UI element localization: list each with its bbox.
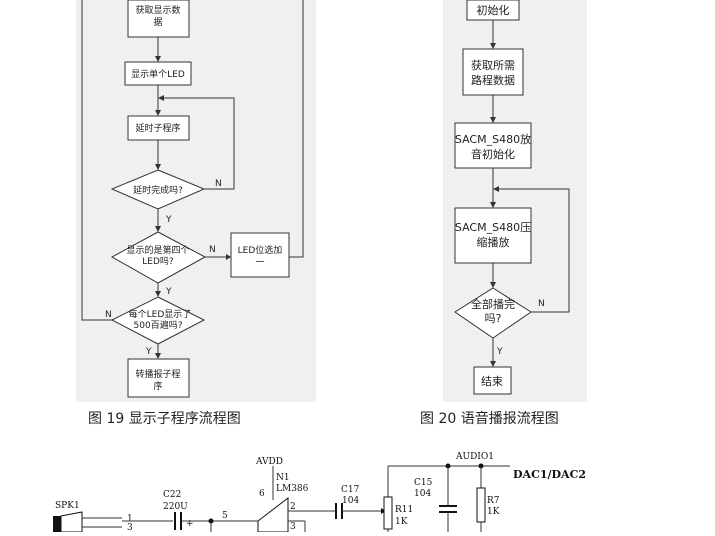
every-led-no-label: N (105, 310, 112, 320)
is-fourth-led-line2: LED吗? (142, 256, 174, 267)
r7-value: 1K (487, 507, 500, 517)
all-done-line2: 吗? (485, 312, 502, 325)
end-label: 结束 (481, 375, 503, 388)
r11-label: R11 (395, 505, 413, 515)
caption-fig19: 图 19 显示子程序流程图 (88, 411, 241, 427)
every-led-line2: 500百遍吗? (134, 319, 183, 331)
delay-done-label: 延时完成吗? (133, 184, 183, 196)
pin6-label: 6 (259, 489, 265, 499)
sacm-play-line2: 缩播放 (477, 235, 510, 249)
avdd-label: AVDD (255, 457, 283, 467)
r7-label: R7 (487, 496, 500, 506)
fourth-no-label: N (209, 245, 216, 255)
delay-yes-label: Y (165, 215, 172, 225)
sacm-play-line1: SACM_S480压 (455, 221, 531, 234)
arrowhead-show (155, 56, 161, 62)
fetch-display-data-line1: 获取显示数 (135, 4, 180, 16)
opamp-triangle (257, 496, 289, 533)
arrowhead-check (155, 164, 161, 170)
arrowhead-sacm-init (490, 117, 496, 123)
end-box (473, 366, 512, 395)
all-done-yes-label: Y (496, 347, 503, 357)
r7-body (476, 487, 486, 523)
flowchart-19-panel (76, 0, 316, 402)
arrowhead-broadcast (155, 353, 161, 359)
broadcast-subroutine-line1: 转播报子程 (135, 368, 180, 380)
fetch-path-line2: 路程数据 (471, 73, 515, 87)
arrowhead-delay (155, 110, 161, 116)
every-led-yes-label: Y (145, 347, 152, 357)
init-label: 初始化 (477, 3, 510, 17)
c22-value: 220U (163, 502, 188, 512)
fourth-yes-label: Y (165, 287, 172, 297)
led-select-box (230, 232, 290, 278)
c17-label: C17 (341, 485, 360, 495)
all-done-no-label: N (538, 299, 545, 309)
pin3-label: 3 (290, 522, 296, 532)
c22-label: C22 (163, 490, 181, 500)
c15-label: C15 (414, 478, 433, 488)
all-done-no-loop (499, 188, 570, 313)
flowchart-20: 初始化 获取所需 路程数据 SACM_S480放 音初始化 SACM_S480压… (443, 0, 587, 402)
sacm-init-line1: SACM_S480放 (455, 132, 531, 146)
dac-label: DAC1/DAC2 (513, 468, 586, 481)
fetch-display-data-box (127, 0, 190, 38)
arrowhead-fetch (490, 43, 496, 49)
spk-pin-1: 1 (127, 514, 133, 524)
all-done-line1: 全部播完 (471, 297, 515, 311)
led-select-line2: 一 (255, 258, 264, 268)
pin5-label: 5 (222, 511, 228, 521)
arrowhead-fourth (155, 226, 161, 232)
fetch-display-data-line2: 据 (153, 16, 162, 28)
n1-label: N1 (276, 473, 290, 483)
broadcast-subroutine-line2: 序 (153, 380, 162, 392)
r11-body (383, 496, 393, 530)
speaker-body (53, 516, 61, 532)
spk-label: SPK1 (55, 501, 80, 511)
fetch-path-line1: 获取所需 (471, 59, 515, 72)
audio-label: AUDIO1 (455, 452, 494, 462)
broadcast-subroutine-box (127, 358, 190, 398)
c22-plus: + (186, 519, 194, 529)
every-led-line1: 每个LED显示了 (129, 308, 192, 320)
speaker-cone (60, 511, 83, 533)
r11-value: 1K (395, 517, 408, 527)
flowchart-19: 获取显示数 据 显示单个LED 延时子程序 延时完成吗? N Y 显示的是第四个… (76, 0, 316, 402)
arrowhead-loop-play (493, 186, 499, 192)
arrowhead-play (490, 202, 496, 208)
led-select-line1: LED位选加 (238, 244, 283, 256)
arrowhead-led-select (226, 254, 231, 260)
show-single-led-label: 显示单个LED (131, 68, 185, 80)
c15-value: 104 (414, 489, 431, 499)
is-fourth-led-line1: 显示的是第四个 (126, 244, 189, 256)
every-led-no-loop (81, 0, 112, 321)
spk-pin-3: 3 (127, 523, 133, 532)
delay-no-loop (164, 97, 235, 190)
amplifier-schematic: SPK1 1 3 C22 220U + 5 AVDD N1 LM386 6 2 … (53, 452, 586, 533)
arrowhead-loop-delay (158, 95, 164, 101)
chip-label: LM386 (276, 484, 309, 494)
led-select-return-line (289, 0, 304, 258)
delay-subroutine-label: 延时子程序 (135, 122, 180, 134)
delay-subroutine-box (127, 115, 190, 141)
fetch-path-box (462, 48, 524, 96)
arrowhead-all-done (490, 282, 496, 288)
caption-fig20: 图 20 语音播报流程图 (420, 410, 559, 427)
sacm-init-line2: 音初始化 (471, 147, 515, 161)
arrowhead-every (155, 291, 161, 297)
c17-value: 104 (342, 496, 359, 506)
sacm-init-box (454, 122, 532, 169)
pin2-label: 2 (290, 502, 296, 512)
delay-no-label: N (215, 179, 222, 189)
arrowhead-end (490, 361, 496, 367)
